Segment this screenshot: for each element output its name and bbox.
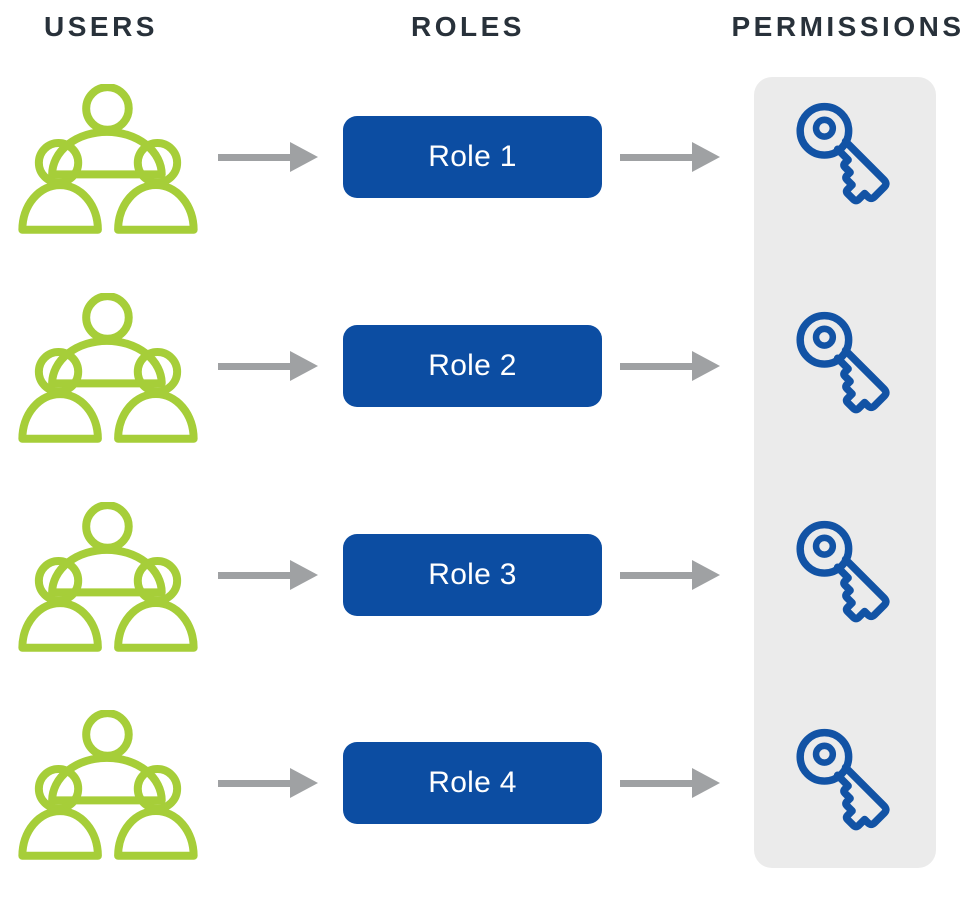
- user-group-icon: [18, 84, 198, 234]
- arrow-head: [692, 351, 720, 381]
- permissions-panel: [754, 77, 936, 868]
- role-label: Role 1: [428, 140, 517, 173]
- role-label: Role 4: [428, 766, 517, 799]
- user-group-icon: [18, 710, 198, 860]
- key-icon: [789, 101, 899, 211]
- arrow-right-icon: [218, 142, 318, 172]
- column-header-users: USERS: [44, 11, 158, 42]
- key-icon: [789, 310, 899, 420]
- arrow-shaft: [620, 362, 692, 370]
- arrow-head: [290, 560, 318, 590]
- arrow-right-icon: [218, 768, 318, 798]
- arrow-right-icon: [218, 351, 318, 381]
- arrow-right-icon: [620, 351, 720, 381]
- arrow-shaft: [218, 153, 290, 161]
- key-icon: [789, 519, 899, 629]
- user-group-icon: [18, 502, 198, 652]
- arrow-head: [692, 768, 720, 798]
- arrow-head: [290, 142, 318, 172]
- role-box: Role 1: [343, 116, 602, 198]
- arrow-right-icon: [218, 560, 318, 590]
- role-box: Role 3: [343, 534, 602, 616]
- column-header-roles: ROLES: [411, 11, 525, 42]
- role-box: Role 2: [343, 325, 602, 407]
- arrow-shaft: [218, 779, 290, 787]
- role-box: Role 4: [343, 742, 602, 824]
- key-icon: [789, 727, 899, 837]
- arrow-shaft: [620, 779, 692, 787]
- arrow-shaft: [218, 571, 290, 579]
- column-header-permissions: PERMISSIONS: [731, 11, 965, 42]
- arrow-head: [290, 768, 318, 798]
- role-label: Role 3: [428, 558, 517, 591]
- role-label: Role 2: [428, 349, 517, 382]
- arrow-right-icon: [620, 560, 720, 590]
- user-group-icon: [18, 293, 198, 443]
- arrow-shaft: [218, 362, 290, 370]
- arrow-right-icon: [620, 768, 720, 798]
- arrow-head: [692, 142, 720, 172]
- arrow-shaft: [620, 571, 692, 579]
- arrow-head: [692, 560, 720, 590]
- arrow-shaft: [620, 153, 692, 161]
- arrow-right-icon: [620, 142, 720, 172]
- arrow-head: [290, 351, 318, 381]
